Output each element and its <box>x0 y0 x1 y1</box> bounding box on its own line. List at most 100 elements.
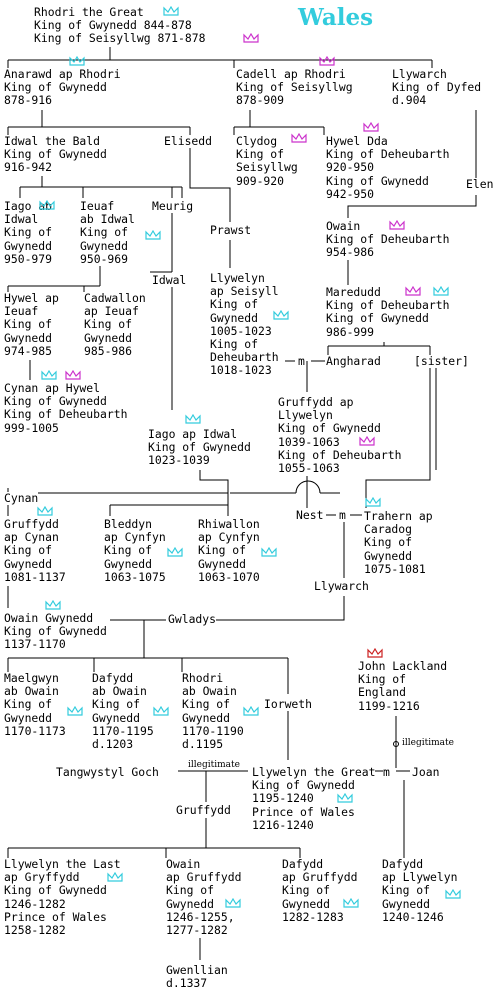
person-line: Seisyllwg <box>236 160 298 175</box>
crown-icon <box>337 793 353 803</box>
person-line: 1246-1282 <box>4 896 66 911</box>
illegitimate-note-john: illegitimate <box>402 738 454 748</box>
person-line: King of <box>198 543 247 558</box>
person-line: Gwynedd <box>92 710 141 725</box>
person-elen: Elen <box>466 177 494 192</box>
person-line: King of Gwynedd <box>148 440 251 455</box>
crown-icon <box>445 889 461 899</box>
person-line: ap Ieuaf <box>84 304 139 319</box>
person-line: Gwynedd <box>166 896 215 911</box>
person-line: King of <box>80 225 129 240</box>
person-line: Gwynedd <box>80 238 129 253</box>
person-line: 1170-1173 <box>4 723 66 738</box>
person-line: King of Gwynedd <box>4 624 107 639</box>
person-line: John Lackland <box>358 659 448 673</box>
person-line: King of <box>4 317 53 332</box>
person-line: Prince of Wales <box>252 804 355 819</box>
person-line: King of <box>358 672 407 687</box>
person-line: Dafydd <box>92 671 134 685</box>
person-line: King of Gwynedd <box>4 394 107 409</box>
person-line: Elen <box>466 177 494 191</box>
person-line: Llywelyn <box>210 271 265 285</box>
crown-icon <box>37 506 53 516</box>
person-line: 974-985 <box>4 343 53 358</box>
crown-icon <box>225 898 241 908</box>
person-line: d.1203 <box>92 737 134 752</box>
person-line: King of <box>182 697 231 712</box>
person-line: Gruffydd <box>4 517 59 531</box>
person-line: Cynan ap Hywel <box>4 381 101 395</box>
person-line: Idwal the Bald <box>4 134 101 148</box>
person-line: 999-1005 <box>4 420 59 435</box>
marriage-symbol: m <box>339 508 346 523</box>
person-line: Ieuaf <box>4 304 39 319</box>
marriage-symbol: m <box>383 765 390 780</box>
person-line: 1216-1240 <box>252 817 314 832</box>
person-line: King of Deheubarth <box>326 232 450 247</box>
person-line: King of Gwynedd <box>278 421 381 436</box>
person-line: 909-920 <box>236 173 285 188</box>
person-line: Gruffydd ap <box>278 395 354 409</box>
person-line: King of <box>4 543 53 558</box>
person-line: 1258-1282 <box>4 923 66 938</box>
person-line: 950-979 <box>4 251 53 266</box>
person-line: King of Deheubarth <box>4 407 128 422</box>
crown-icon <box>359 436 375 446</box>
person-line: 986-999 <box>326 324 375 339</box>
person-line: King of <box>4 225 53 240</box>
person-line: 1081-1137 <box>4 569 66 584</box>
person-line: Clydog <box>236 134 278 148</box>
crown-icon <box>65 370 81 380</box>
person-line: 954-986 <box>326 245 375 260</box>
person-line: King of <box>382 883 431 898</box>
person-line: Dafydd <box>282 857 324 871</box>
person-line: d.1337 <box>166 976 208 991</box>
person-line: 1075-1081 <box>364 561 426 576</box>
person-line: Rhodri the Great <box>34 5 144 19</box>
person-line: Cadwallon <box>84 291 146 305</box>
crown-icon <box>319 56 335 66</box>
crown-icon <box>107 872 123 882</box>
person-line: Caradog <box>364 522 413 537</box>
illegitimate-note-tangwystyl: illegitimate <box>188 760 240 770</box>
person-line: 1137-1170 <box>4 637 66 652</box>
person-line: 1246-1255, <box>166 909 235 924</box>
person-line: Deheubarth <box>210 350 279 365</box>
person-line: ap Cynfyn <box>198 530 260 545</box>
person-line: 950-969 <box>80 251 129 266</box>
person-line: Gwynedd <box>4 330 53 345</box>
person-meurig: Meurig <box>152 199 194 214</box>
person-llywarch: Llywarch <box>314 579 369 594</box>
person-line: Trahern ap <box>364 509 433 523</box>
person-line: Llywelyn the Last <box>4 857 121 871</box>
person-line: 1023-1039 <box>148 453 210 468</box>
person-line: ap Cynan <box>4 530 59 545</box>
person-line: Gwynedd <box>4 710 53 725</box>
person-line: King of <box>282 883 331 898</box>
person-line: d.904 <box>392 93 427 108</box>
crown-icon <box>45 600 61 610</box>
crown-icon <box>363 122 379 132</box>
person-line: King of Gwynedd 844-878 <box>34 18 192 33</box>
person-idwal: Idwal <box>152 273 187 288</box>
person-line: 878-916 <box>4 93 53 108</box>
person-line: 942-950 <box>326 186 375 201</box>
person-line: 920-950 <box>326 160 375 175</box>
